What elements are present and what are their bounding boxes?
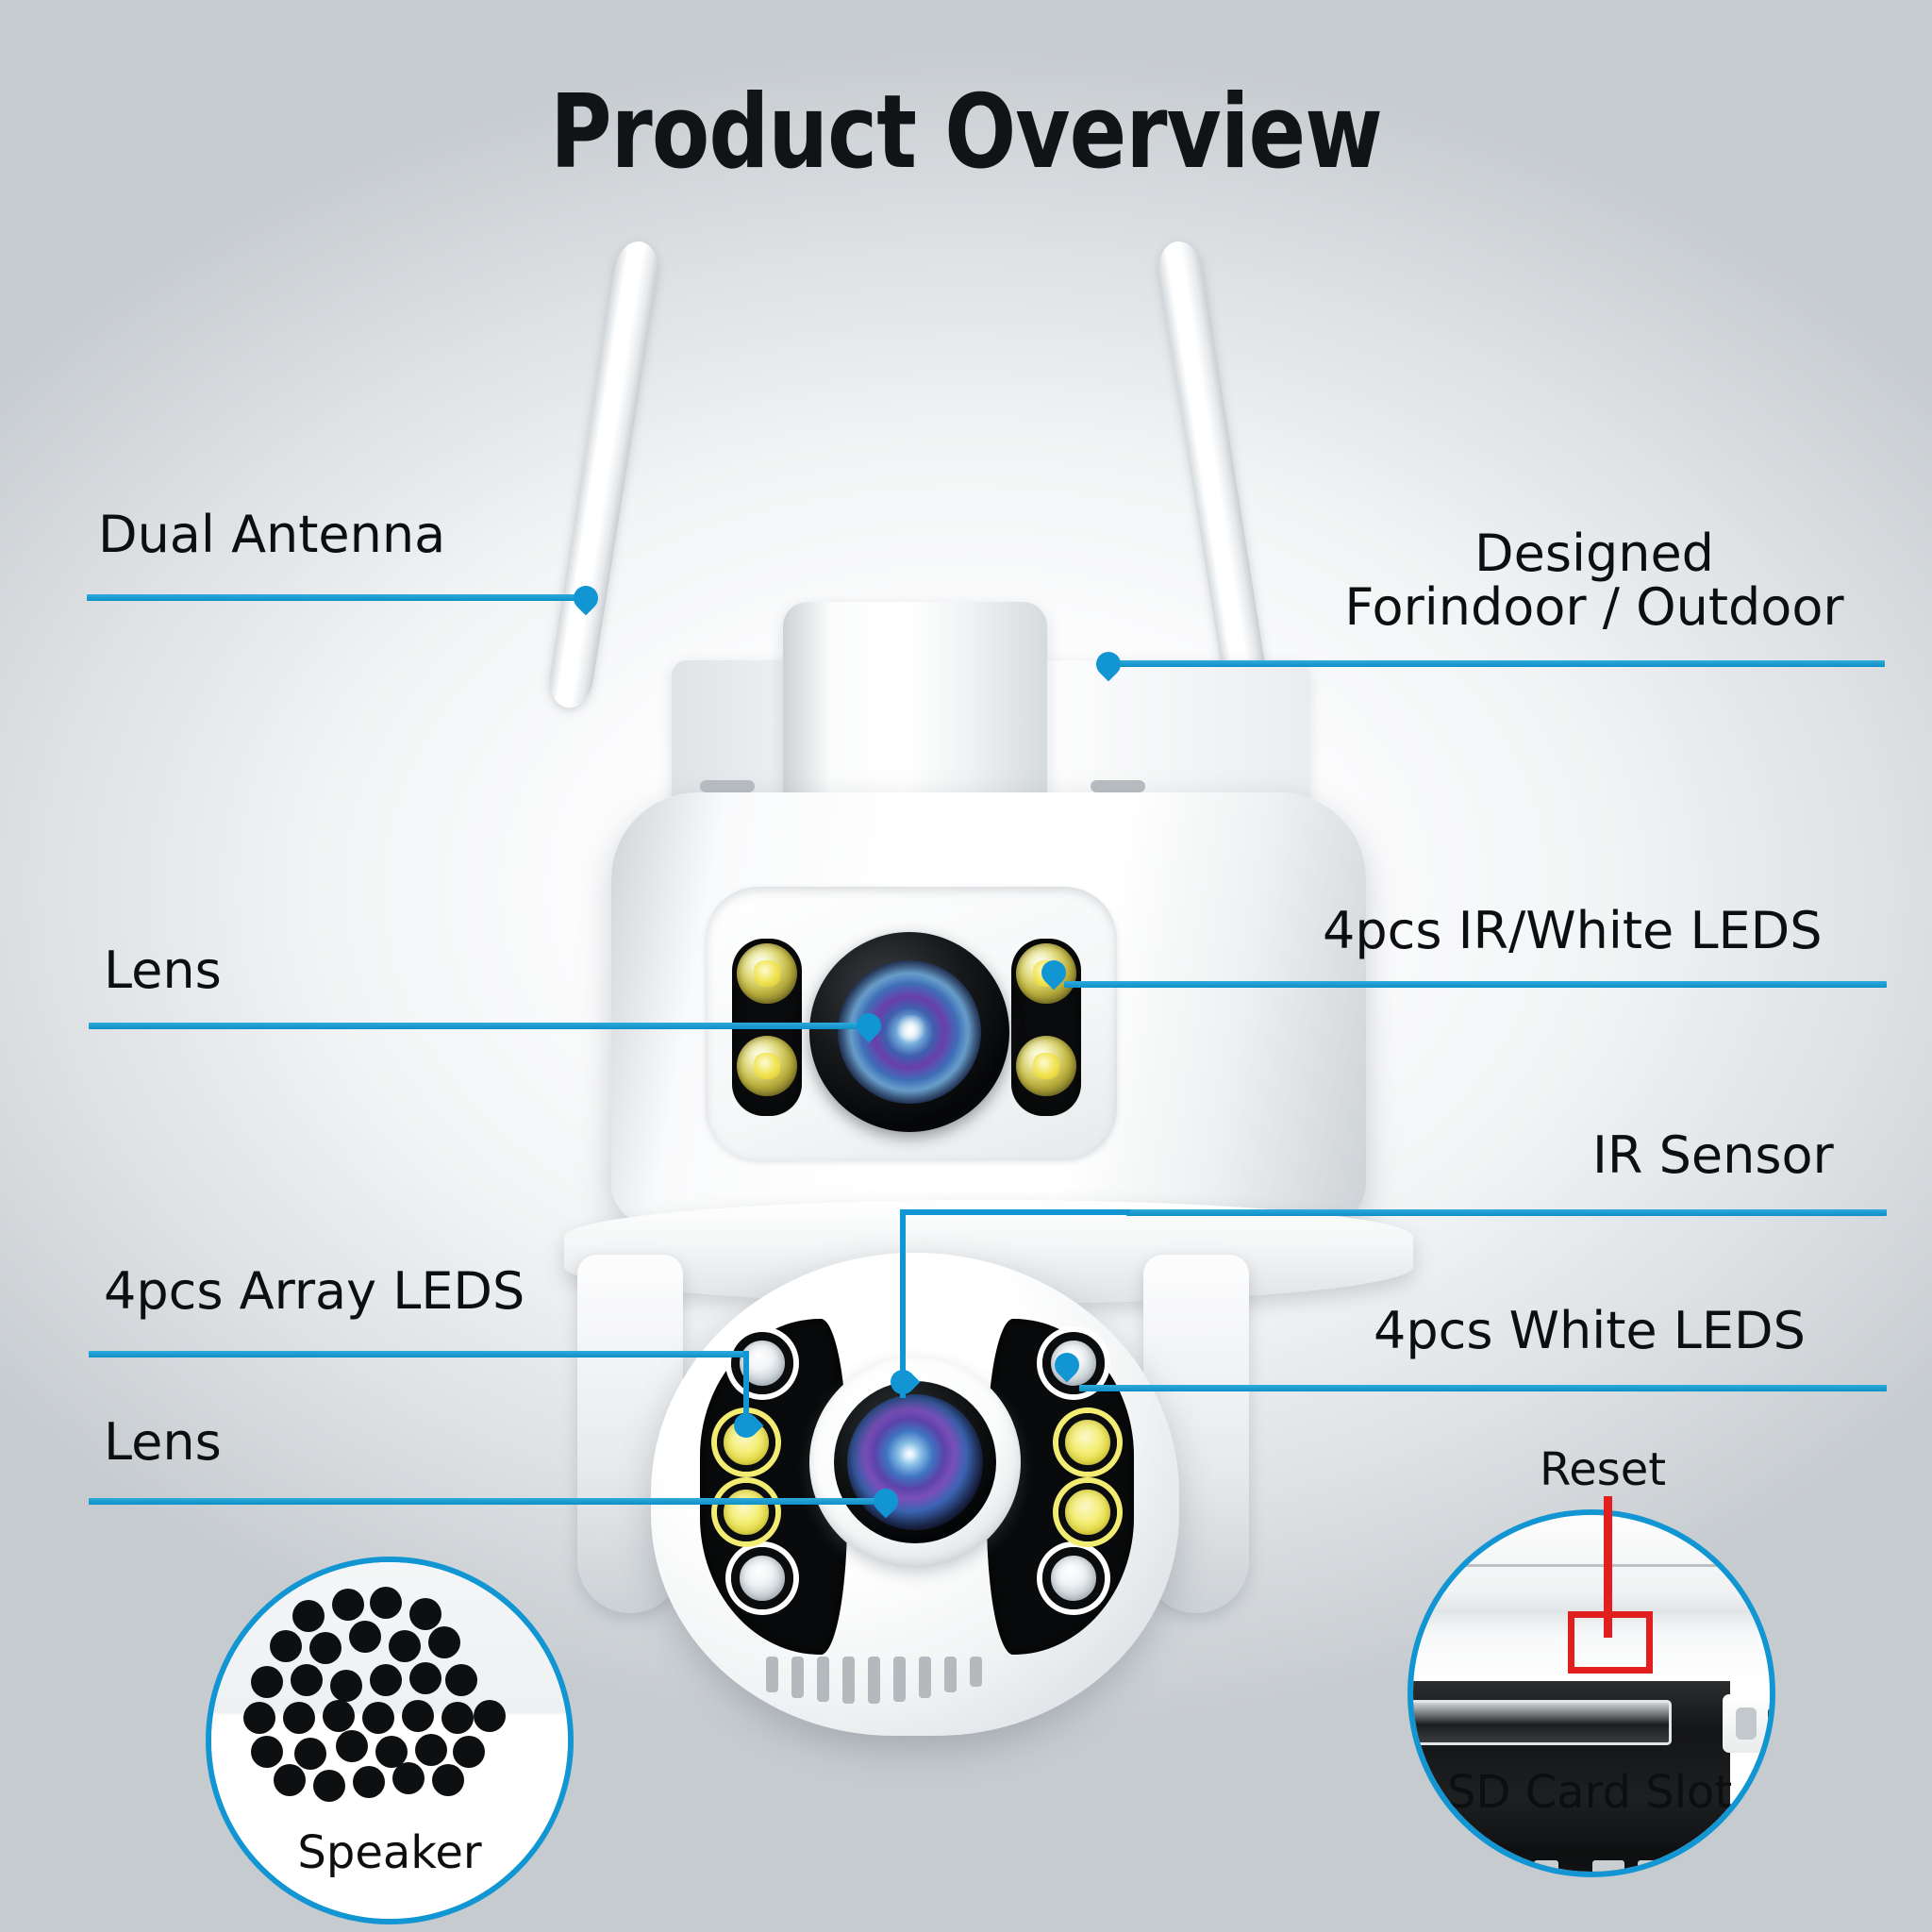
designed-line-2: Forindoor / Outdoor: [1344, 577, 1844, 638]
reset-button: [1723, 1694, 1770, 1753]
callout-rule-dual-antenna: [87, 594, 587, 601]
detail-circle-sd-card-slot: SD Card Slot: [1407, 1509, 1775, 1877]
sd-card-bay-photo: [1413, 1515, 1770, 1872]
micro-sd-slot: [1413, 1700, 1672, 1745]
callout-rule-lens-upper: [89, 1023, 870, 1029]
callout-rule-designed-for: [1119, 660, 1885, 667]
callout-rule-white-leds: [1079, 1385, 1887, 1391]
callout-rule-ir-white-leds: [1064, 981, 1887, 988]
detail-circle-speaker: Speaker: [206, 1557, 574, 1924]
white-led-bottom-right: [1042, 1547, 1105, 1609]
bracket-slot-left-1: [700, 780, 755, 792]
callout-label-ir-white-leds: 4pcs IR/White LEDS: [1323, 901, 1823, 960]
array-led-upper-right: [1058, 1413, 1117, 1472]
callout-rule-ir-sensor: [1126, 1209, 1887, 1216]
array-led-lower-right: [1058, 1483, 1117, 1541]
reset-leader-line: [1604, 1496, 1612, 1638]
detail-caption-sd-card-slot: SD Card Slot: [1447, 1766, 1733, 1819]
callout-label-dual-antenna: Dual Antenna: [98, 505, 446, 564]
speaker-hole-grid: [211, 1585, 568, 1896]
white-led-top-left: [731, 1332, 793, 1394]
antenna-right: [1155, 238, 1272, 711]
callout-label-array-leds: 4pcs Array LEDS: [104, 1261, 525, 1321]
page-title: Product Overview: [550, 74, 1383, 192]
speaker-vents: [766, 1657, 1049, 1704]
callout-elbow-ir-sensor-top: [900, 1209, 1130, 1215]
port-bay: [1413, 1681, 1770, 1847]
ir-white-led-bottom-right: [1016, 1036, 1076, 1096]
callout-label-lens-upper: Lens: [104, 941, 222, 1000]
callout-rule-array-leds: [89, 1351, 749, 1357]
callout-label-ir-sensor: IR Sensor: [1592, 1125, 1834, 1185]
port-contacts: [1413, 1847, 1760, 1872]
callout-elbow-ir-sensor: [900, 1209, 906, 1398]
bracket-slot-right-1: [1091, 780, 1145, 792]
camera-shell-top: [1413, 1515, 1770, 1681]
lower-lens-glass: [847, 1394, 983, 1530]
callout-elbow-array-leds: [743, 1351, 749, 1436]
ir-white-led-top-left: [737, 943, 797, 1004]
white-led-bottom-left: [731, 1547, 793, 1609]
callout-label-reset: Reset: [1540, 1443, 1667, 1496]
detail-caption-speaker: Speaker: [297, 1826, 482, 1879]
antenna-left: [545, 238, 662, 711]
callout-label-lens-lower: Lens: [104, 1412, 222, 1472]
callout-label-white-leds: 4pcs White LEDS: [1374, 1301, 1806, 1360]
designed-line-1: Designed: [1474, 524, 1714, 583]
ir-white-led-bottom-left: [737, 1036, 797, 1096]
array-led-lower-left: [717, 1483, 775, 1541]
callout-label-designed-for: Designed Forindoor / Outdoor: [1302, 526, 1887, 634]
upper-lens-highlight: [894, 1015, 928, 1041]
gold-pin: [1706, 1855, 1724, 1872]
callout-rule-lens-lower: [89, 1498, 887, 1505]
